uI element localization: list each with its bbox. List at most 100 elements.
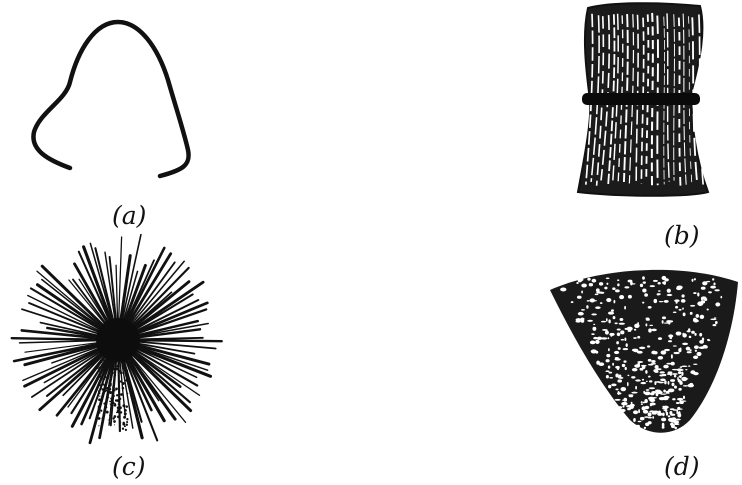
pad-hole bbox=[627, 375, 629, 377]
pad-hole bbox=[615, 322, 618, 324]
pad-hole bbox=[715, 321, 718, 324]
pad-hole bbox=[590, 341, 596, 345]
burst-speckle bbox=[126, 423, 128, 425]
pad-hole bbox=[606, 298, 611, 302]
pad-hole bbox=[664, 409, 668, 410]
burst-speckle bbox=[109, 362, 110, 363]
pad-hole bbox=[662, 320, 664, 324]
pad-hole bbox=[682, 294, 685, 297]
pad-hole bbox=[641, 365, 647, 367]
pad-hole bbox=[608, 319, 610, 323]
burst-speckle bbox=[115, 387, 118, 390]
burst-speckle bbox=[117, 411, 120, 414]
pad-hole bbox=[620, 409, 625, 412]
pad-hole bbox=[638, 426, 640, 429]
pad-hole bbox=[661, 418, 666, 422]
burst-speckle bbox=[108, 419, 109, 420]
pad-hole bbox=[631, 392, 637, 394]
pad-hole bbox=[679, 401, 684, 404]
burst-speckle bbox=[105, 402, 106, 403]
pad-hole bbox=[653, 299, 657, 303]
pad-hole bbox=[671, 424, 675, 428]
pad-hole bbox=[645, 370, 647, 374]
caption-c: (c) bbox=[112, 452, 146, 481]
burst-speckle bbox=[122, 404, 125, 407]
pad-hole bbox=[587, 278, 590, 281]
pad-hole bbox=[656, 392, 659, 396]
burst-speckle bbox=[100, 410, 102, 412]
pad-hole bbox=[670, 379, 675, 382]
pad-hole bbox=[608, 312, 614, 315]
burst-speckle bbox=[117, 365, 119, 367]
pad-hole bbox=[638, 421, 642, 422]
pad-hole bbox=[640, 417, 645, 420]
pad-hole bbox=[644, 293, 648, 297]
pad-hole bbox=[613, 316, 616, 319]
pad-hole bbox=[664, 349, 670, 351]
burst-speckle bbox=[112, 402, 114, 404]
pad-hole bbox=[593, 337, 597, 340]
burst-speckle bbox=[98, 425, 99, 426]
pad-hole bbox=[600, 302, 603, 304]
pad-hole bbox=[576, 282, 578, 284]
pad-hole bbox=[619, 323, 625, 325]
pad-hole bbox=[679, 408, 683, 409]
pad-hole bbox=[646, 381, 648, 382]
burst-speckle bbox=[103, 384, 105, 386]
pad-hole bbox=[678, 388, 681, 391]
caption-d: (d) bbox=[664, 452, 700, 481]
pad-hole bbox=[604, 287, 607, 290]
pad-hole bbox=[681, 299, 686, 303]
burst-speckle bbox=[124, 409, 127, 412]
pad-hole bbox=[681, 372, 683, 376]
burst-speckle bbox=[100, 361, 102, 363]
burst-speckle bbox=[126, 379, 129, 382]
pad-hole bbox=[595, 306, 601, 309]
pad-hole bbox=[660, 371, 665, 373]
pad-hole bbox=[652, 416, 654, 419]
pad-hole bbox=[578, 278, 584, 281]
pad-hole bbox=[645, 422, 649, 426]
pad-hole bbox=[682, 307, 684, 309]
caption-a: (a) bbox=[112, 201, 146, 230]
burst-speckle bbox=[102, 378, 104, 380]
burst-ray bbox=[20, 341, 102, 343]
pad-hole bbox=[654, 351, 658, 354]
pad-hole bbox=[676, 402, 680, 404]
burst-speckle bbox=[98, 366, 100, 368]
pad-hole bbox=[669, 337, 672, 339]
pad-hole bbox=[696, 314, 699, 318]
pad-hole bbox=[616, 341, 619, 344]
pad-hole bbox=[658, 356, 664, 360]
pad-hole bbox=[658, 290, 661, 292]
pad-hole bbox=[606, 318, 608, 322]
pad-hole bbox=[618, 406, 622, 409]
pad-hole bbox=[690, 305, 695, 307]
pad-hole bbox=[651, 391, 656, 394]
pad-hole bbox=[592, 327, 596, 331]
panel-c: (c) bbox=[12, 235, 222, 481]
pad-hole bbox=[674, 386, 677, 389]
pad-hole bbox=[681, 366, 687, 367]
burst-speckle bbox=[106, 364, 108, 366]
pad-hole bbox=[668, 320, 673, 322]
pad-hole bbox=[648, 412, 652, 416]
burst-speckle bbox=[122, 363, 124, 365]
pad-hole bbox=[694, 345, 699, 349]
burst-speckle bbox=[102, 388, 104, 390]
pad-hole bbox=[651, 397, 657, 399]
pad-hole bbox=[654, 370, 658, 373]
pad-hole bbox=[664, 322, 670, 323]
burst-speckle bbox=[119, 421, 121, 423]
burst-speckle bbox=[103, 393, 105, 395]
burst-speckle bbox=[116, 360, 118, 362]
pad-hole bbox=[627, 382, 629, 386]
pad-hole bbox=[641, 403, 643, 405]
pad-hole bbox=[615, 357, 619, 359]
pad-hole bbox=[663, 389, 666, 392]
burst-speckle bbox=[107, 387, 108, 388]
burst-speckle bbox=[118, 374, 119, 375]
pad-hole bbox=[662, 374, 667, 376]
pad-hole bbox=[649, 399, 655, 402]
pad-hole bbox=[673, 311, 677, 313]
